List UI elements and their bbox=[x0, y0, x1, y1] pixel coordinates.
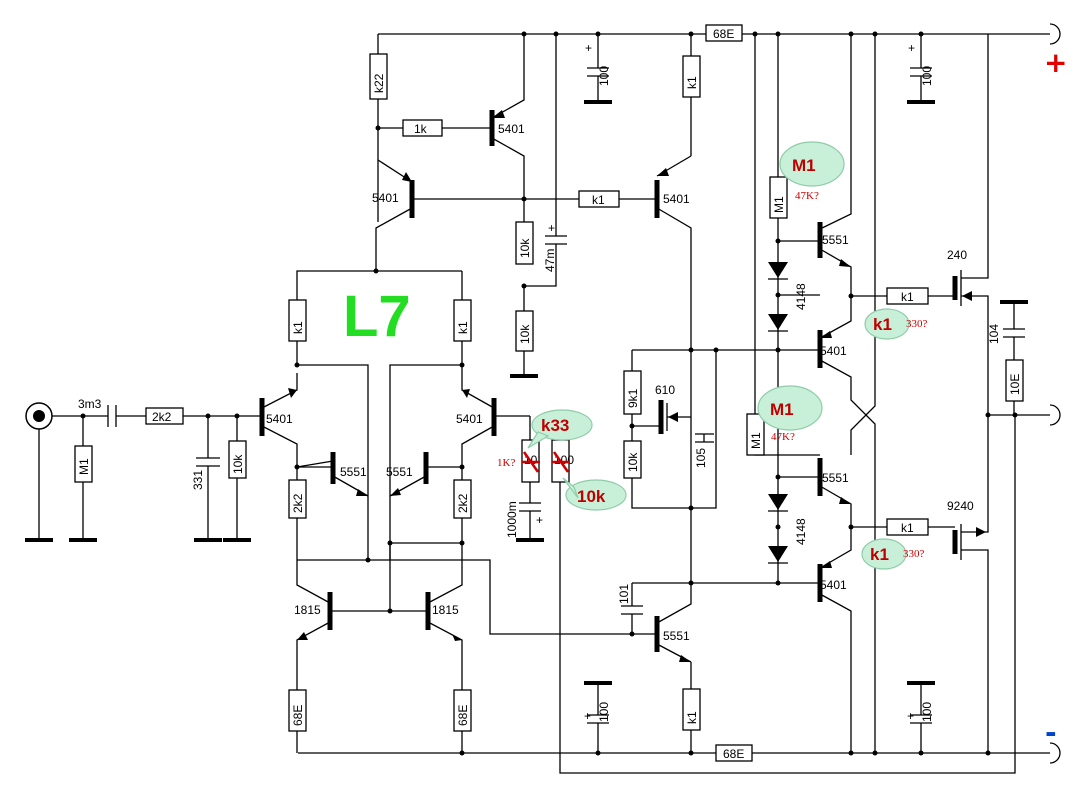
ellipse-k33: k33 bbox=[541, 416, 569, 435]
top-rail-resistor-label: 68E bbox=[713, 27, 734, 41]
rk1-diff-left-label: k1 bbox=[291, 321, 305, 334]
negative-rail: 68E bbox=[298, 415, 1050, 774]
rk1-diff-right-label: k1 bbox=[456, 321, 470, 334]
rk1-mid-label: k1 bbox=[592, 193, 605, 207]
r10e-label: 10E bbox=[1008, 374, 1022, 395]
mosfet-lower-label: 9240 bbox=[947, 499, 974, 513]
r9k1-label: 9k1 bbox=[626, 388, 640, 408]
ellipse-10k: 10k bbox=[577, 487, 606, 506]
diff-pair-right: k1 5401 2k2 5551 bbox=[373, 207, 530, 560]
q610-label: 610 bbox=[655, 383, 675, 397]
c1000m-label: 1000m bbox=[505, 501, 519, 538]
q5401-drv-lower-label: 5401 bbox=[820, 578, 847, 592]
r1k-label: 1k bbox=[414, 122, 428, 136]
c101-label: 101 bbox=[617, 584, 631, 604]
c100-br-label: 100 bbox=[920, 702, 934, 722]
r10k-input-label: 10k bbox=[231, 454, 245, 474]
c100-tr-plus: + bbox=[908, 41, 915, 55]
r10k-center-label: 10k bbox=[518, 238, 532, 258]
c47m-plus: + bbox=[548, 221, 555, 235]
rk1-vas-bottom-label: k1 bbox=[685, 711, 699, 724]
r2k2-left-label: 2k2 bbox=[291, 493, 305, 513]
r2k2-right-label: 2k2 bbox=[456, 493, 470, 513]
c1000m-plus: + bbox=[536, 513, 543, 527]
q5401-drv-upper-label: 5401 bbox=[820, 344, 847, 358]
input-cap-label: 3m3 bbox=[78, 397, 102, 411]
q5551-drv-upper-label: 5551 bbox=[822, 233, 849, 247]
c104-label: 104 bbox=[987, 324, 1001, 344]
c331-label: 331 bbox=[191, 470, 205, 490]
output-terminals: + - bbox=[1015, 23, 1067, 764]
positive-rail: 68E bbox=[378, 24, 1050, 42]
r10k-vbe-label: 10k bbox=[626, 452, 640, 472]
title-l7: L7 bbox=[343, 284, 411, 349]
r68e-right-label: 68E bbox=[456, 705, 470, 726]
vas-bias: 9k1 610 10k 105 101 5551 k1 + 100 10 bbox=[497, 347, 778, 756]
rk1-gate-upper-label: k1 bbox=[901, 290, 914, 304]
q1815-right-label: 1815 bbox=[432, 603, 459, 617]
diff-pair-left: 5401 2k2 k1 5551 bbox=[259, 270, 462, 560]
q-in-right-label: 5401 bbox=[456, 412, 483, 426]
d4148-lower-label: 4148 bbox=[794, 518, 808, 545]
c47m-label: 47m bbox=[543, 249, 557, 272]
input-res-label: 2k2 bbox=[152, 410, 172, 424]
q-in-left-label: 5401 bbox=[266, 412, 293, 426]
minus-label: - bbox=[1045, 716, 1057, 749]
q5401-top-label: 5401 bbox=[498, 122, 525, 136]
ellipse-m1-upper: M1 bbox=[792, 156, 816, 175]
ellipse-k1-lower: k1 bbox=[870, 545, 889, 564]
m1-upper-label: M1 bbox=[772, 196, 786, 213]
d4148-upper-label: 4148 bbox=[794, 283, 808, 310]
m1-input-label: M1 bbox=[77, 458, 91, 475]
q5551-drv-lower-label: 5551 bbox=[822, 471, 849, 485]
note-1k: 1K? bbox=[497, 457, 515, 469]
output-stage: M1 4148 5551 5401 k1 240 M1 5551 bbox=[746, 31, 1028, 756]
note-m1-upper: 47K? bbox=[795, 190, 819, 202]
c100-bl-label: 100 bbox=[597, 702, 611, 722]
m1-lower-label: M1 bbox=[749, 432, 763, 449]
c100-tr-label: 100 bbox=[920, 66, 934, 86]
q5551-left-label: 5551 bbox=[340, 465, 367, 479]
bottom-rail-resistor-label: 68E bbox=[723, 747, 744, 761]
note-m1-lower: 47K? bbox=[771, 431, 795, 443]
mosfet-upper-label: 240 bbox=[947, 248, 967, 262]
c100-top-label: 100 bbox=[597, 66, 611, 86]
c100-top-plus: + bbox=[585, 41, 592, 55]
note-k1-lower: 330? bbox=[903, 548, 925, 560]
q5401-mid-right-label: 5401 bbox=[663, 192, 690, 206]
crossed-right-label: 100 bbox=[554, 453, 574, 467]
r68e-left-label: 68E bbox=[291, 705, 305, 726]
current-source: k22 1k 5401 5401 k1 10k + 47m 10k + 100 bbox=[369, 31, 701, 583]
annotations: L7 M1 47K? M1 47K? k1 330? k1 330? k33 1… bbox=[343, 141, 928, 570]
r10k-center-low-label: 10k bbox=[518, 324, 532, 344]
q5401-mid-left-label: 5401 bbox=[372, 191, 399, 205]
ellipse-k1-upper: k1 bbox=[873, 315, 892, 334]
rk22-label: k22 bbox=[372, 73, 386, 93]
c105-label: 105 bbox=[694, 448, 708, 468]
q1815-left-label: 1815 bbox=[294, 603, 321, 617]
rk1-vas-top-label: k1 bbox=[685, 76, 699, 89]
note-k1-upper: 330? bbox=[906, 318, 928, 330]
q5551-vas-label: 5551 bbox=[663, 629, 690, 643]
c100-br-plus: + bbox=[907, 709, 914, 723]
plus-label: + bbox=[1044, 46, 1067, 79]
input-connector: 3m3 2k2 M1 331 10k bbox=[25, 397, 260, 542]
ellipse-m1-lower: M1 bbox=[770, 400, 794, 419]
c100-bl-plus: + bbox=[584, 709, 591, 723]
rk1-gate-lower-label: k1 bbox=[901, 521, 914, 535]
q5551-right-label: 5551 bbox=[386, 465, 413, 479]
mirror-1815: 1815 1815 68E 68E bbox=[288, 540, 630, 756]
